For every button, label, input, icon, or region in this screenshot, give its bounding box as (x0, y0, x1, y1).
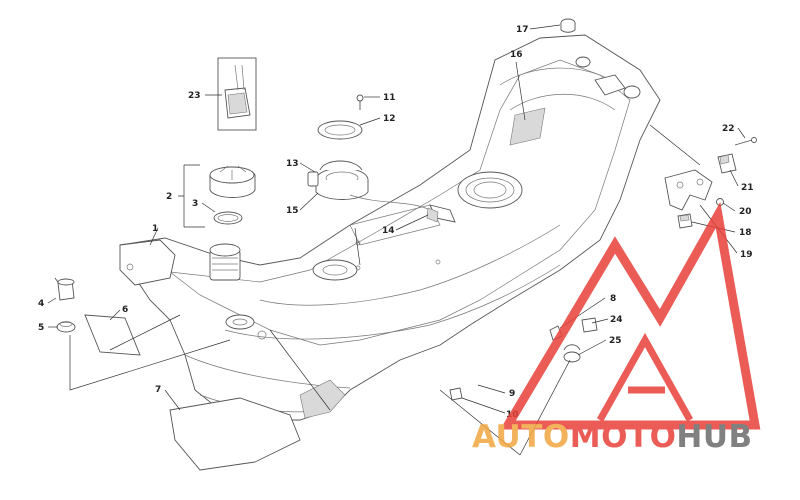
callout-2: 2 (166, 192, 172, 202)
callout-14: 14 (382, 226, 395, 236)
fuel-hose (468, 333, 546, 387)
callout-1: 1 (152, 224, 158, 234)
callout-7: 7 (155, 385, 161, 395)
fuel-level-sender (349, 194, 456, 223)
callout-22: 22 (722, 124, 735, 134)
callout-12: 12 (383, 114, 396, 124)
callout-6: 6 (122, 305, 128, 315)
callout-21: 21 (741, 183, 754, 193)
pump-bolt (356, 94, 364, 110)
mounting-bracket (664, 169, 713, 211)
callout-19: 19 (740, 250, 753, 260)
callout-16: 16 (510, 50, 523, 60)
callout-18: 18 (739, 228, 752, 238)
callout-20: 20 (739, 207, 752, 217)
watermark-moto: MOTO (570, 419, 677, 455)
logo-triangle-icon (500, 201, 761, 430)
callout-17: 17 (516, 25, 529, 35)
callout-4: 4 (38, 299, 44, 309)
hose-clamp-24 (581, 317, 598, 333)
watermark-logo: AUTOMOTOHUB (472, 201, 761, 455)
callout-9: 9 (509, 389, 515, 399)
callout-5: 5 (38, 323, 44, 333)
callout-3: 3 (192, 199, 198, 209)
rubber-grommet (56, 321, 76, 333)
callout-15: 15 (286, 206, 299, 216)
callout-8: 8 (610, 294, 616, 304)
filler-cap (209, 165, 256, 198)
fuel-fitting-25 (563, 344, 581, 363)
callout-11: 11 (383, 93, 396, 103)
watermark-auto: AUTO (472, 419, 570, 455)
callout-13: 13 (286, 159, 299, 169)
foam-pad (84, 314, 141, 356)
fuel-tank-body (119, 34, 661, 421)
heat-shield (169, 397, 301, 471)
fuel-pump-gasket (317, 120, 363, 140)
logo-inner-mark-icon (596, 332, 694, 422)
grommet-18 (677, 213, 693, 229)
mount-bolt (54, 277, 75, 301)
callout-25: 25 (609, 336, 622, 346)
leader-lines (47, 24, 746, 456)
relay-module (217, 57, 257, 131)
bracket-bolt-22 (734, 137, 757, 146)
svg-text:AUTOMOTOHUB: AUTOMOTOHUB (472, 419, 753, 455)
clip-21 (717, 153, 737, 174)
hose-clamp-10 (449, 387, 463, 401)
filler-cap-gasket (213, 211, 243, 225)
fuel-pump-assembly (307, 160, 369, 200)
callout-23: 23 (188, 91, 201, 101)
callout-24: 24 (610, 315, 623, 325)
label-sticker (509, 107, 546, 146)
vent-cap (560, 18, 576, 33)
watermark-hub: HUB (676, 419, 752, 455)
